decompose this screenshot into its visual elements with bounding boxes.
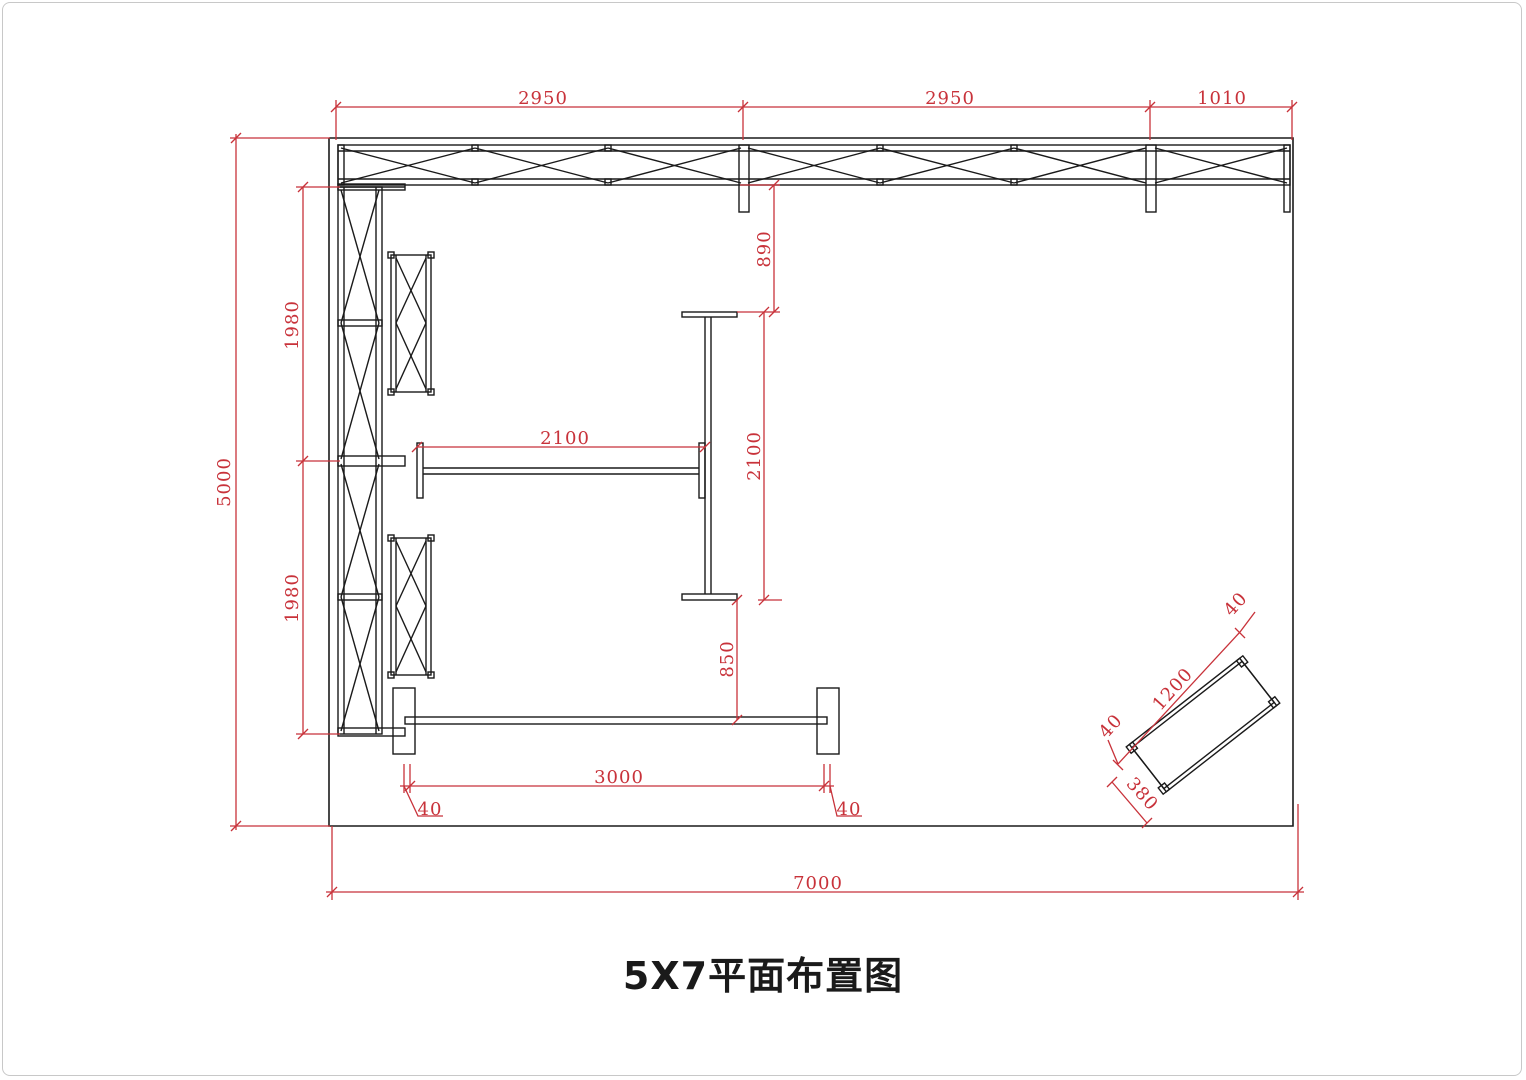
- front-wall: [392, 687, 840, 755]
- dim-center-to-front: 850: [717, 640, 738, 677]
- dim-front-right-post: 40: [837, 799, 862, 820]
- upper-side-panel: [387, 251, 435, 396]
- dim-top-span-3: 1010: [1197, 88, 1247, 109]
- dim-left-lower: 1980: [282, 573, 303, 623]
- corner-frame: [1125, 654, 1281, 796]
- booth-outline: [328, 137, 1294, 827]
- dim-center-to-back: 890: [754, 230, 775, 267]
- dimension-labels: 2950 2950 1010 5000 1980 1980 890 2100 8…: [214, 88, 1252, 894]
- dim-top-span-1: 2950: [518, 88, 568, 109]
- dim-left-upper: 1980: [282, 300, 303, 350]
- center-partition: [416, 311, 738, 601]
- lower-side-panel: [387, 534, 435, 679]
- dim-overall-width: 7000: [793, 873, 843, 894]
- dim-corner-frame-top: 40: [1220, 588, 1252, 621]
- left-truss: [337, 183, 406, 737]
- dim-front-wall-length: 3000: [594, 767, 644, 788]
- dim-corner-frame-length: 1200: [1148, 664, 1197, 715]
- dimension-lines: [230, 100, 1304, 900]
- dim-overall-depth: 5000: [214, 457, 235, 507]
- dim-top-span-2: 2950: [925, 88, 975, 109]
- dim-corner-frame-side: 40: [1095, 710, 1127, 743]
- back-truss: [337, 144, 1291, 213]
- dim-center-wall-length: 2100: [744, 431, 765, 481]
- drawing-title: 5X7平面布置图: [622, 954, 904, 998]
- dim-front-left-post: 40: [418, 799, 443, 820]
- dim-center-wall-width: 2100: [540, 428, 590, 449]
